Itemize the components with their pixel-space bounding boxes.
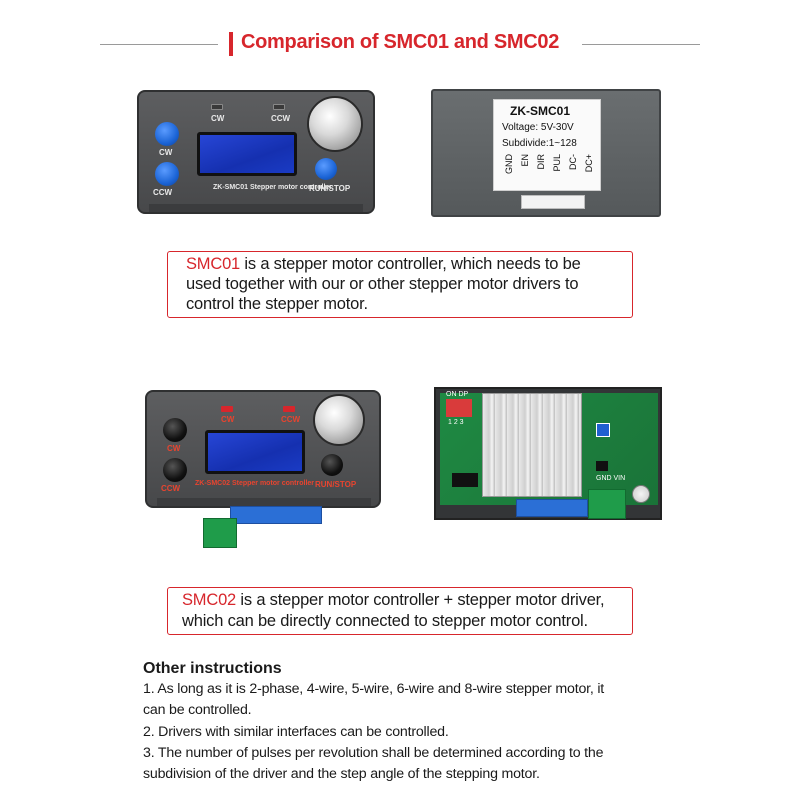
smc02-controller-photo: CW CCW CW CCW ZK-SMC02 Stepper motor con… [145,390,381,508]
smc02-desc-line2: which can be directly connected to stepp… [182,612,588,630]
ccw-button [155,162,179,186]
smc01-highlight: SMC01 [186,255,241,273]
device-base [149,204,363,212]
instruction-line: 3. The number of pulses per revolution s… [143,744,604,761]
smc02-description: SMC02 is a stepper motor controller + st… [167,587,633,635]
device-base [157,498,371,506]
label-run-stop: RUN/STOP [315,480,357,489]
model-label: ZK-SMC02 Stepper motor controller [195,480,315,487]
lcd-screen [197,132,297,176]
pin-en: EN [520,154,530,167]
label-cw-top: CW [211,114,225,123]
label-cw-side: CW [167,444,181,453]
smc01-back-photo: ZK-SMC01 Voltage: 5V-30V Subdivide:1~128… [431,89,661,217]
label-ccw-top: CCW [271,114,291,123]
smc02-line1-text: is a stepper motor controller + stepper … [236,591,605,609]
blue-terminal-block [230,506,322,524]
cw-button [155,122,179,146]
pin-dc-plus: DC+ [584,154,594,173]
label-ccw-top: CCW [281,415,301,424]
pin-pul: PUL [552,154,562,172]
sticker-voltage: Voltage: 5V-30V [502,122,574,133]
pin-header-connector [521,195,585,209]
motor-terminal-block [516,499,588,517]
heatsink [482,393,582,497]
instructions-heading: Other instructions [143,660,282,677]
label-run-stop: RUN/STOP [309,184,351,193]
led-ccw-indicator [273,104,285,110]
pin-gnd: GND [504,154,514,174]
sticker-subdivide: Subdivide:1~128 [502,138,577,149]
led-cw-indicator [221,406,233,412]
smc02-desc-line1: SMC02 is a stepper motor controller + st… [182,590,605,611]
smc01-line1-text: is a stepper motor controller, which nee… [240,255,581,273]
led-cw-indicator [211,104,223,110]
run-stop-button [321,454,343,476]
lcd-screen [205,430,305,474]
label-ccw-side: CCW [161,484,181,493]
potentiometer [632,485,650,503]
model-label: ZK-SMC01 Stepper motor controller [213,184,333,191]
label-cw-top: CW [221,415,235,424]
instruction-line: 2. Drivers with similar interfaces can b… [143,723,449,740]
label-cw-side: CW [159,148,173,157]
title-accent-bar [229,32,233,56]
dip-switch [446,399,472,417]
driver-ic-chip [452,473,478,487]
pin-dir: DIR [536,154,546,170]
ccw-button [163,458,187,482]
dip-switch-numbers: 1 2 3 [448,419,464,426]
smc01-description: SMC01 is a stepper motor controller, whi… [167,251,633,318]
small-ic-chip [596,461,608,471]
power-terminal-block [588,489,626,519]
title-rule-right [582,44,700,45]
instruction-line: can be controlled. [143,702,252,719]
page-title: Comparison of SMC01 and SMC02 [241,31,560,53]
smc01-desc-line3: control the stepper motor. [186,295,368,313]
rotary-knob [313,394,365,446]
dip-switch-label: ON DP [446,391,469,398]
section-title: Comparison of SMC01 and SMC02 [0,28,800,62]
run-stop-button [315,158,337,180]
sticker-model: ZK-SMC01 [510,104,571,118]
other-instructions: Other instructions 1. As long as it is 2… [143,660,683,785]
trim-pot [596,423,610,437]
rotary-knob [307,96,363,152]
power-input-label: GND VIN [596,475,626,482]
led-ccw-indicator [283,406,295,412]
smc02-highlight: SMC02 [182,591,237,609]
smc01-controller-photo: CW CCW CW CCW ZK-SMC01 Stepper motor con… [137,90,375,214]
smc02-driver-board-photo: ON DP 1 2 3 GND VIN [434,387,662,520]
label-ccw-side: CCW [153,188,173,197]
cw-button [163,418,187,442]
instruction-line: subdivision of the driver and the step a… [143,766,540,783]
smc01-desc-line2: used together with our or other stepper … [186,275,579,293]
smc01-desc-line1: SMC01 is a stepper motor controller, whi… [186,254,581,275]
spec-sticker: ZK-SMC01 Voltage: 5V-30V Subdivide:1~128… [493,99,601,191]
pin-dc-minus: DC- [568,154,578,170]
instruction-line: 1. As long as it is 2-phase, 4-wire, 5-w… [143,681,605,697]
title-rule-left [100,44,218,45]
green-power-connector [203,518,237,548]
